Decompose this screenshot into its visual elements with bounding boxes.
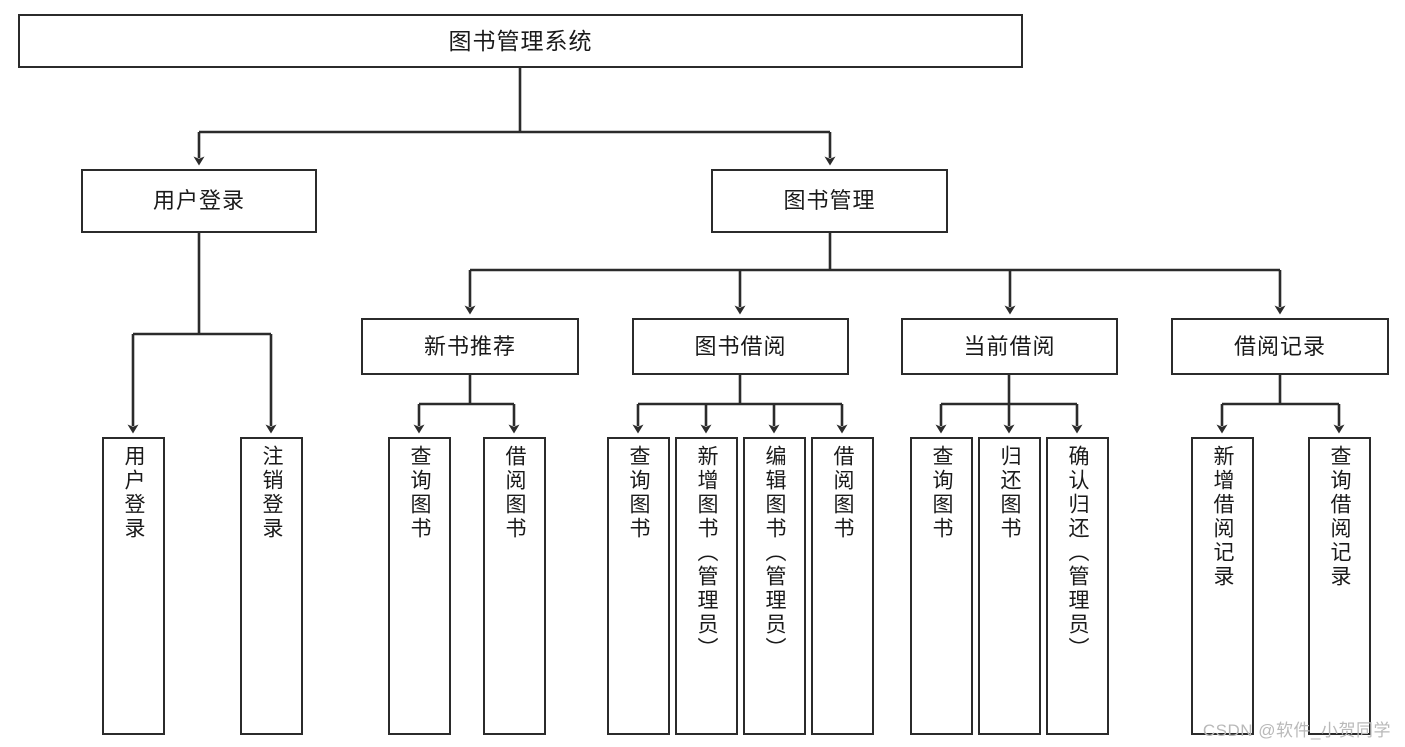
node-root-library-management-system[interactable]: 图书管理系统 (18, 14, 1023, 68)
node-label: 编辑图书（管理员） (763, 445, 786, 661)
node-book-management[interactable]: 图书管理 (711, 169, 948, 233)
node-current-borrowing[interactable]: 当前借阅 (901, 318, 1118, 375)
leaf-borrow-books-borrowing[interactable]: 借阅图书 (811, 437, 874, 735)
node-label: 新书推荐 (423, 333, 516, 359)
leaf-edit-book-admin[interactable]: 编辑图书（管理员） (743, 437, 806, 735)
node-label: 查询图书 (930, 445, 953, 541)
leaf-logout[interactable]: 注销登录 (240, 437, 303, 735)
node-label: 查询图书 (408, 445, 431, 541)
node-book-borrowing[interactable]: 图书借阅 (632, 318, 849, 375)
node-label: 查询借阅记录 (1328, 445, 1351, 589)
node-label: 查询图书 (627, 445, 650, 541)
leaf-query-books-current[interactable]: 查询图书 (910, 437, 973, 735)
leaf-user-login[interactable]: 用户登录 (102, 437, 165, 735)
node-label: 借阅图书 (831, 445, 854, 541)
leaf-confirm-return-admin[interactable]: 确认归还（管理员） (1046, 437, 1109, 735)
node-user-login[interactable]: 用户登录 (81, 169, 317, 233)
node-label: 借阅图书 (503, 445, 526, 541)
node-label: 图书借阅 (694, 333, 787, 359)
leaf-add-borrowing-record[interactable]: 新增借阅记录 (1191, 437, 1254, 735)
node-label: 图书管理系统 (448, 27, 593, 54)
node-label: 图书管理 (783, 188, 876, 214)
leaf-return-books[interactable]: 归还图书 (978, 437, 1041, 735)
node-label: 归还图书 (998, 445, 1021, 541)
watermark-text: CSDN @软件_小贺同学 (1202, 721, 1391, 740)
node-new-book-recommendation[interactable]: 新书推荐 (361, 318, 579, 375)
node-label: 借阅记录 (1233, 333, 1326, 359)
node-label: 确认归还（管理员） (1066, 445, 1089, 661)
leaf-query-borrowing-record[interactable]: 查询借阅记录 (1308, 437, 1371, 735)
node-label: 新增图书（管理员） (695, 445, 718, 661)
node-label: 用户登录 (152, 188, 245, 214)
leaf-add-book-admin[interactable]: 新增图书（管理员） (675, 437, 738, 735)
node-borrowing-records[interactable]: 借阅记录 (1171, 318, 1389, 375)
leaf-query-books-recommendation[interactable]: 查询图书 (388, 437, 451, 735)
leaf-query-books-borrowing[interactable]: 查询图书 (607, 437, 670, 735)
node-label: 注销登录 (260, 445, 283, 541)
node-label: 用户登录 (122, 445, 145, 541)
node-label: 新增借阅记录 (1211, 445, 1234, 589)
leaf-borrow-books-recommendation[interactable]: 借阅图书 (483, 437, 546, 735)
node-label: 当前借阅 (963, 333, 1056, 359)
